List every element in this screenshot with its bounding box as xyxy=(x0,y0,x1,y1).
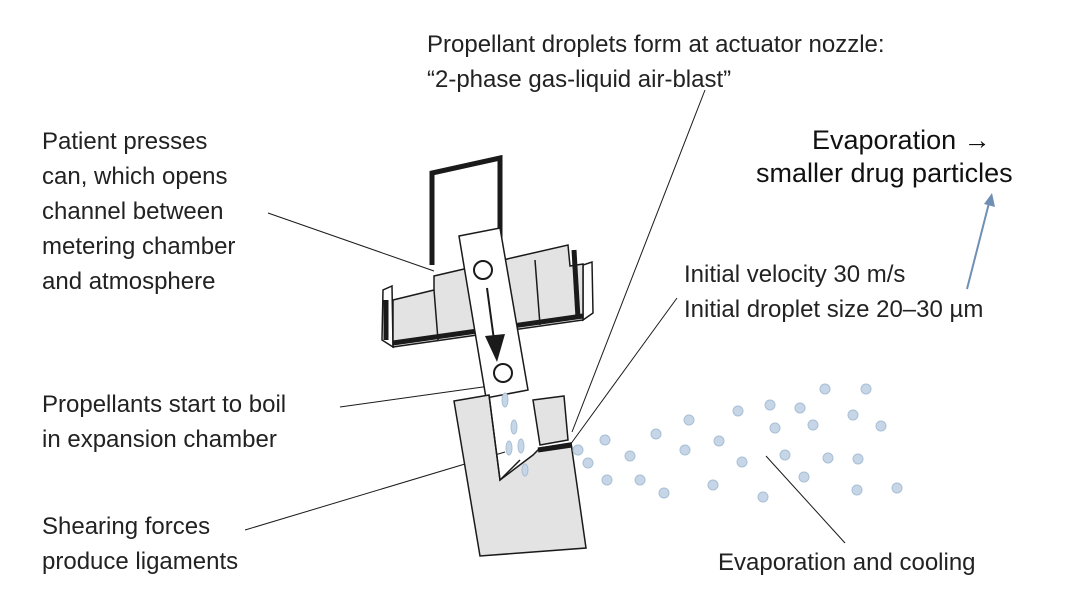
expansion-chamber-notch xyxy=(488,394,521,482)
spray-droplet xyxy=(650,428,662,440)
spray-droplet xyxy=(807,419,819,431)
leader-line-cooling xyxy=(765,455,846,544)
ligament-droplet xyxy=(517,438,525,454)
label-cooling-line1: Evaporation and cooling xyxy=(718,549,976,576)
spray-droplet xyxy=(852,453,864,465)
spray-droplet xyxy=(779,449,791,461)
label-shearing-line1: Shearing forces xyxy=(42,513,211,540)
spray-droplet xyxy=(713,435,725,447)
label-initial: Initial velocity 30 m/s Initial droplet … xyxy=(684,257,983,327)
label-evaporation-result: Evaporation → smaller drug particles xyxy=(756,124,1013,190)
spray-droplet xyxy=(572,444,584,456)
leader-lines xyxy=(244,89,846,544)
spray-droplet xyxy=(822,452,834,464)
evaporation-arrow-shaft xyxy=(966,202,990,290)
label-patient-line2: can, which opens xyxy=(42,163,228,190)
label-evaporation-result-line2: smaller drug particles xyxy=(756,158,1013,188)
spray-droplet xyxy=(707,479,719,491)
spray-droplet xyxy=(875,420,887,432)
leader-line-boil xyxy=(339,385,491,408)
label-patient-line5: and atmosphere xyxy=(42,268,216,295)
spray-droplet xyxy=(891,482,903,494)
spray-droplet xyxy=(736,456,748,468)
label-boil-line1: Propellants start to boil xyxy=(42,391,287,418)
ligament-droplet xyxy=(510,419,518,435)
leader-line-shearing xyxy=(244,451,506,531)
spray-droplet xyxy=(683,414,695,426)
label-shearing-line2: produce ligaments xyxy=(42,548,239,575)
spray-droplet xyxy=(769,422,781,434)
nozzle-orifice-edge xyxy=(537,442,573,453)
spray-droplet xyxy=(601,474,613,486)
label-nozzle-line1: Propellant droplets form at actuator noz… xyxy=(427,31,885,58)
spray-droplet xyxy=(860,383,872,395)
ferrule-right-edge xyxy=(571,249,581,319)
spray-droplet xyxy=(757,491,769,503)
leader-line-initial xyxy=(569,297,678,446)
label-cooling: Evaporation and cooling xyxy=(718,545,976,580)
label-boil: Propellants start to boil in expansion c… xyxy=(42,387,286,457)
label-initial-line1: Initial velocity 30 m/s xyxy=(684,261,906,288)
spray-droplet xyxy=(624,450,636,462)
label-nozzle-line2: “2-phase gas-liquid air-blast” xyxy=(427,66,732,93)
metering-port-lower xyxy=(493,363,513,383)
label-nozzle: Propellant droplets form at actuator noz… xyxy=(427,27,885,97)
ligament-droplet xyxy=(521,463,529,477)
canister-outline xyxy=(429,154,503,265)
spray-droplet xyxy=(794,402,806,414)
ligament-droplets xyxy=(501,392,529,477)
label-boil-line2: in expansion chamber xyxy=(42,426,277,453)
spray-droplet xyxy=(851,484,863,496)
label-evaporation-result-line1: Evaporation → xyxy=(812,125,991,155)
leader-line-nozzle xyxy=(571,89,706,433)
spray-droplet xyxy=(582,457,594,469)
flow-arrow-head xyxy=(485,334,505,362)
spray-droplet xyxy=(634,474,646,486)
spray-droplet xyxy=(679,444,691,456)
spray-droplet xyxy=(798,471,810,483)
evaporation-arrow-head xyxy=(984,193,995,207)
flow-arrow-shaft xyxy=(486,287,495,341)
label-initial-line2: Initial droplet size 20–30 µm xyxy=(684,296,984,323)
label-patient-line3: channel between xyxy=(42,198,224,225)
spray-droplet xyxy=(819,383,831,395)
spray-droplets xyxy=(572,383,903,503)
spray-droplet xyxy=(764,399,776,411)
label-shearing: Shearing forces produce ligaments xyxy=(42,509,238,579)
metering-port-upper xyxy=(473,260,493,280)
label-patient: Patient presses can, which opens channel… xyxy=(42,124,235,299)
spray-droplet xyxy=(658,487,670,499)
label-patient-line4: metering chamber xyxy=(42,233,236,260)
actuator-nozzle-block xyxy=(532,395,569,446)
ligament-droplet xyxy=(505,440,513,456)
ligament-droplet xyxy=(501,392,509,408)
spray-droplet xyxy=(847,409,859,421)
spray-droplet xyxy=(732,405,744,417)
spray-droplet xyxy=(599,434,611,446)
label-patient-line1: Patient presses xyxy=(42,128,208,155)
leader-line-patient xyxy=(267,212,435,272)
rim-right xyxy=(582,260,594,322)
